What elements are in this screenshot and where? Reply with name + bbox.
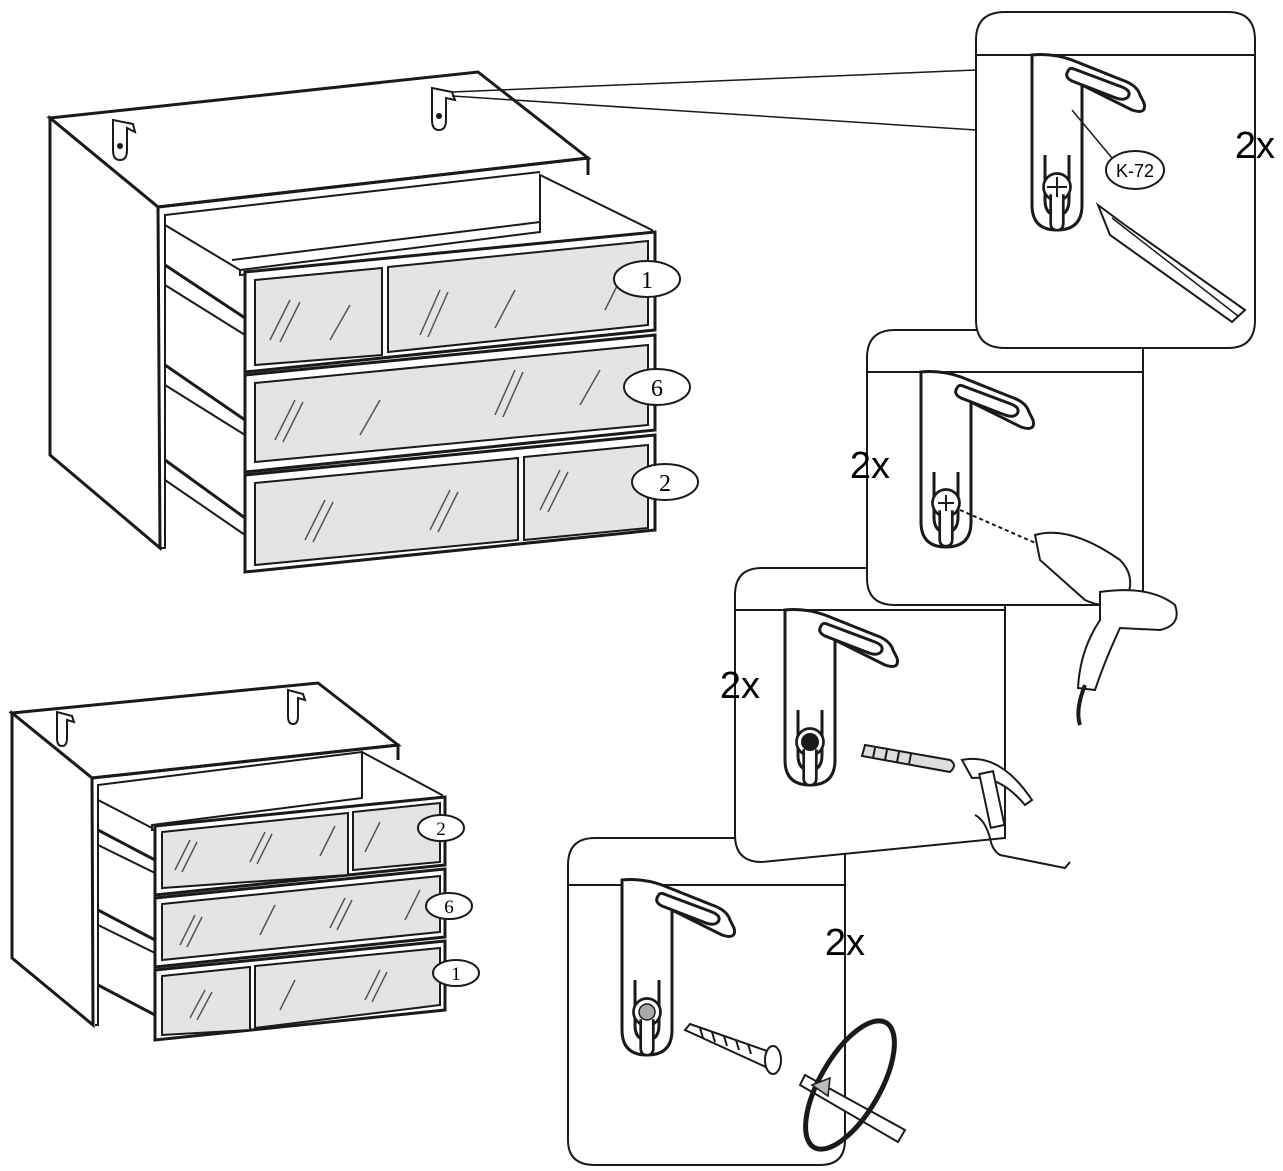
step-dowel-panel: 2x bbox=[720, 567, 1071, 870]
multiplier-label: 2x bbox=[720, 665, 760, 707]
dowel-icon bbox=[860, 743, 955, 774]
bracket-icon bbox=[112, 118, 137, 162]
svg-text:K-72: K-72 bbox=[1116, 161, 1154, 181]
multiplier-label: 2x bbox=[850, 445, 890, 487]
part-code-badge: K-72 bbox=[1105, 150, 1165, 190]
svg-text:6: 6 bbox=[444, 897, 454, 918]
screw-icon bbox=[683, 1022, 782, 1075]
drawer-label-1: 2 bbox=[417, 814, 465, 842]
svg-text:1: 1 bbox=[641, 268, 653, 294]
drawer-front bbox=[153, 867, 447, 969]
hammer-icon bbox=[960, 757, 1071, 870]
svg-text:2: 2 bbox=[436, 819, 446, 840]
pencil-icon bbox=[1095, 202, 1247, 324]
drawer-label-3: 2 bbox=[631, 463, 699, 501]
drawer-front bbox=[153, 939, 447, 1042]
bottom-cabinet: 2 6 1 bbox=[8, 681, 480, 1042]
bracket-icon bbox=[431, 86, 457, 132]
svg-text:2: 2 bbox=[659, 471, 671, 497]
drawer-label-2: 6 bbox=[623, 368, 691, 406]
top-cabinet: 1 6 2 bbox=[46, 70, 699, 574]
step-drill-panel: 2x bbox=[850, 329, 1178, 726]
multiplier-label: 2x bbox=[1235, 125, 1275, 167]
step-screw-panel: 2x bbox=[567, 837, 907, 1166]
bracket-icon bbox=[287, 688, 307, 726]
drawer-label-3: 1 bbox=[432, 959, 480, 987]
callout-line bbox=[1071, 109, 1113, 159]
drawer-front bbox=[243, 433, 657, 574]
drawer-label-2: 6 bbox=[425, 892, 473, 920]
drawer-front bbox=[243, 230, 657, 374]
leader-line bbox=[451, 69, 977, 93]
svg-text:6: 6 bbox=[651, 376, 663, 402]
leader-line bbox=[451, 95, 977, 131]
step-mark-panel: K-72 2x bbox=[975, 11, 1275, 349]
svg-text:1: 1 bbox=[451, 964, 461, 985]
drill-icon bbox=[959, 509, 1178, 726]
bracket-icon bbox=[56, 710, 76, 748]
drawer-front bbox=[153, 795, 447, 897]
screwdriver-icon bbox=[798, 1018, 907, 1152]
drawer-label-1: 1 bbox=[613, 260, 681, 298]
multiplier-label: 2x bbox=[825, 922, 865, 964]
drawer-front bbox=[243, 333, 657, 474]
